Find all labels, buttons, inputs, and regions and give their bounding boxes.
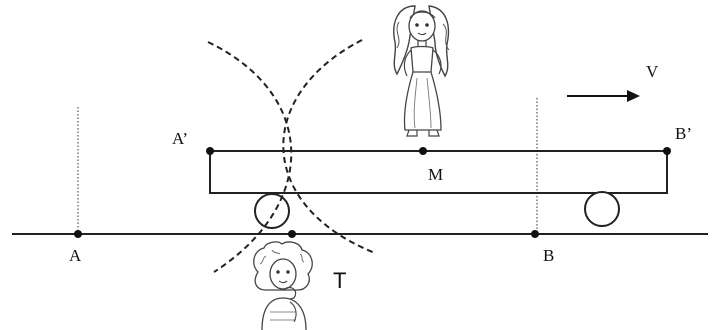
label-t: T [333,268,346,293]
point-a [74,230,82,238]
label-b: B [543,246,554,265]
label-v: V [646,62,659,81]
point-a-prime [206,147,214,155]
velocity-arrow [567,90,640,102]
point-t [288,230,296,238]
girl-on-train-icon [393,5,450,137]
label-b-prime: B’ [675,124,692,143]
girl-on-ground-icon [253,241,313,330]
light-wavefront-right [282,39,376,254]
train-car [209,150,668,194]
point-b [531,230,539,238]
wheel-right [584,191,620,227]
point-m [419,147,427,155]
label-m: M [428,165,443,184]
point-b-prime [663,147,671,155]
label-a-prime: A’ [172,129,188,148]
light-wavefront-left [207,41,293,273]
wheel-left [254,193,290,229]
label-a: A [69,246,82,265]
